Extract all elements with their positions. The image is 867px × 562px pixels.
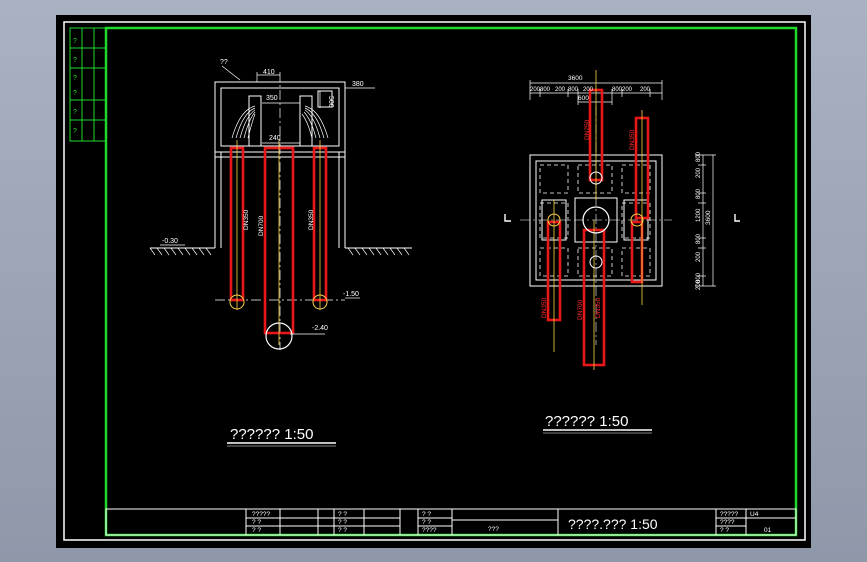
tb-mid2-label-2: ? ? [422,519,431,526]
dim-500: 500 [327,96,334,108]
plan-view-title: ?????? 1:50 [545,413,628,430]
dim-right-2: 200 [696,167,702,178]
pipe-label-b: DN700 [258,215,265,236]
dim-top-4: 800 [568,87,579,93]
dim-350: 350 [266,95,278,102]
tb-left-label-1: ????? [252,511,270,518]
dim-top-2: 800 [540,87,551,93]
dim-top-5: 200 [583,87,594,93]
side-label-3: ? [73,75,77,82]
dim-240-mid: 240 [269,135,281,142]
side-label-6: ? [73,128,77,135]
ground-level: -0.30 [162,238,178,245]
outer-frame [63,21,806,541]
pipe-top-a: DN250 [584,119,591,140]
side-label-4: ? [73,90,77,97]
pipe-label-c: DN350 [308,209,315,230]
tb-mid1-label-3: ? ? [338,527,347,534]
dim-right-8: 200 [696,279,702,290]
dim-380: 380 [352,81,364,88]
side-label-1: ? [73,38,77,45]
tb-left-label-2: ? ? [252,519,261,526]
dim-right-5: 800 [696,233,702,244]
section-view-title: ?????? 1:50 [230,426,313,443]
drawing-canvas [56,15,811,548]
tb-right-label-1: ????? [720,511,738,518]
title-block [105,508,797,536]
dim-total-right: 3600 [705,210,712,225]
side-label-2: ? [73,57,77,64]
dim-600: 600 [578,95,589,102]
tb-mid1-label-2: ? ? [338,519,347,526]
dim-total-top: 3600 [568,75,583,82]
dim-right-6: 200 [696,251,702,262]
side-strip [69,27,107,142]
bottom-level: -2.40 [312,325,328,332]
dim-right-7: 800 [696,272,702,283]
tb-mid1-label-1: ? ? [338,511,347,518]
tb-left-label-3: ? ? [252,527,261,534]
pipe-bottom-b: DN700 [577,299,584,320]
pipe-label-a: DN350 [243,209,250,230]
dim-right-3: 800 [696,188,702,199]
dim-410: 410 [263,69,275,76]
dim-right-1: 800 [696,151,702,162]
tb-right-label-2: ???? [720,519,735,526]
tb-mid2-label-1: ? ? [422,511,431,518]
tb-center-label: ??? [488,526,499,533]
dim-top-7: 200 [622,87,633,93]
tb-right-label-3: ? ? [720,527,729,534]
side-label-5: ? [73,109,77,116]
dim-top-1: 200 [530,87,541,93]
section-view: ?? 410 380 350 240 -0.30 -1.50 -2.40 500… [149,59,412,350]
pipe-level: -1.50 [343,291,359,298]
dim-top-3: 200 [555,87,566,93]
dim-top-6: 800 [612,87,623,93]
pipe-bottom-c: DN350 [595,297,602,318]
dim-top-8: 200 [640,87,651,93]
label-top: ?? [220,59,228,66]
tb-drawing-title: ????.??? 1:50 [568,516,658,532]
tb-sheet-no: 01 [764,527,772,534]
tb-mid2-label-3: ???? [422,527,437,534]
pipe-bottom-a: DN350 [541,297,548,318]
pipe-top-b: DN350 [629,129,636,150]
dim-right-4: 1200 [696,208,702,222]
tb-sheet-code: U4 [750,511,759,518]
